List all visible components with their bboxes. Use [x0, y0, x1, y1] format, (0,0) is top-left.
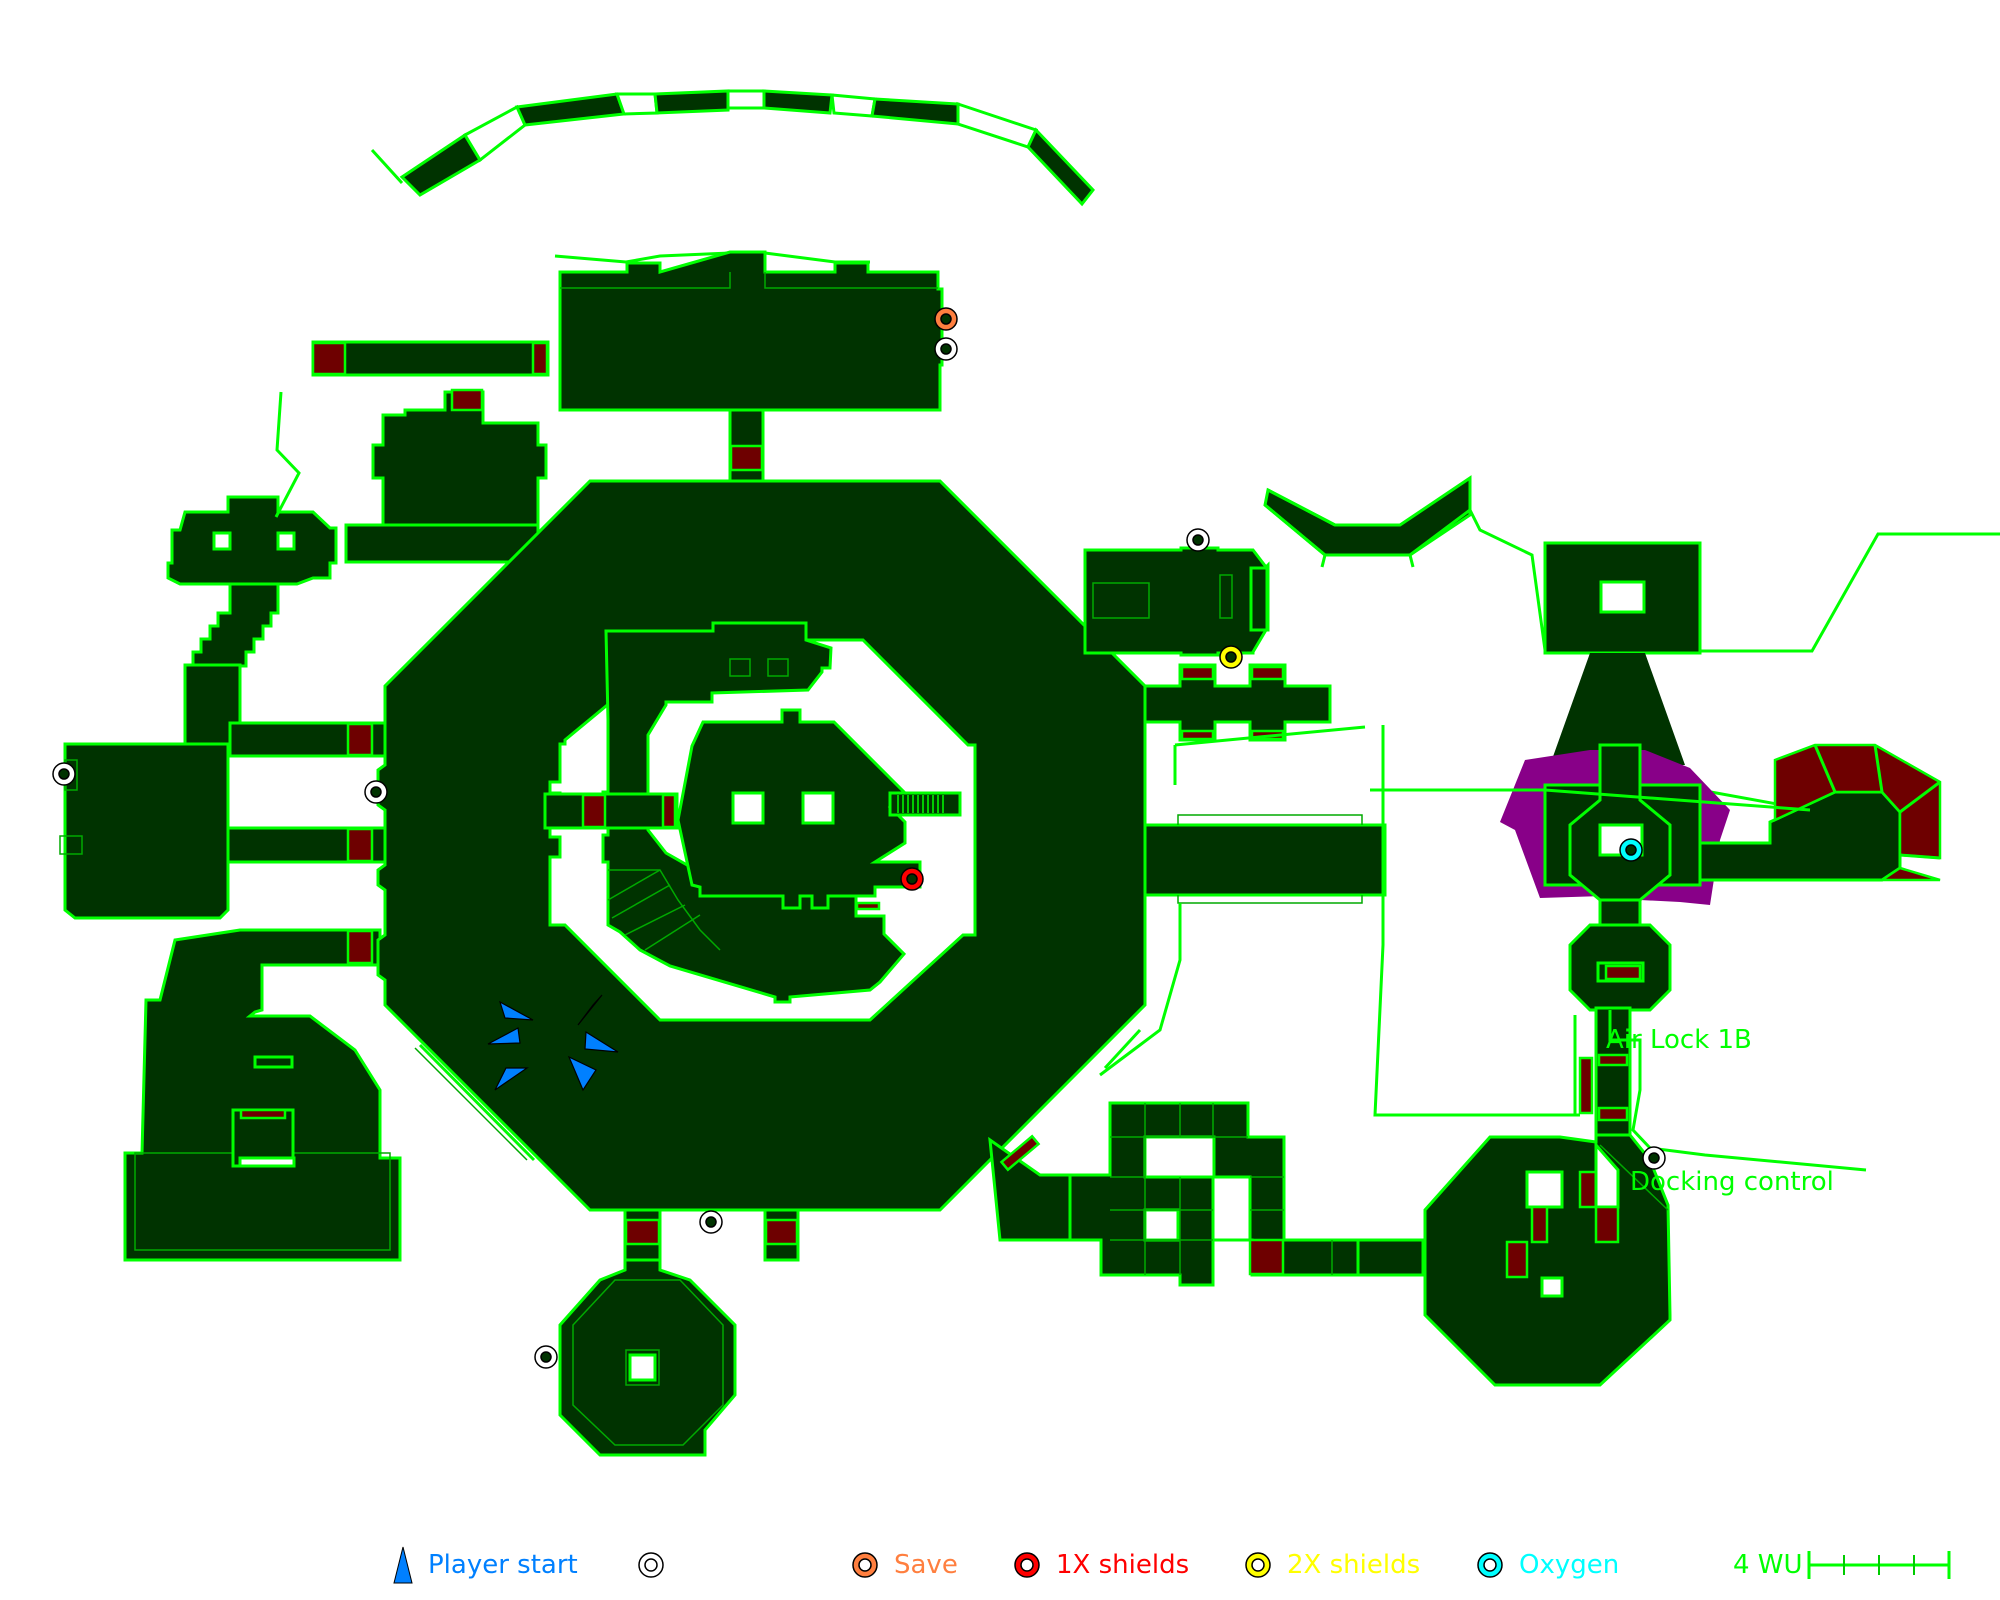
legend-label: 1X shields [1056, 1550, 1190, 1580]
scale-label: 4 WU [1733, 1550, 1803, 1580]
legend-label: 2X shields [1287, 1550, 1421, 1580]
player-start-icon [487, 1027, 521, 1045]
legend-label: Save [894, 1550, 958, 1580]
south-rooms [558, 1208, 800, 1457]
legend-label: Player start [428, 1550, 578, 1580]
legend-save: Save [850, 1540, 958, 1590]
legend-generic [636, 1540, 680, 1590]
triangle-icon [393, 1546, 413, 1584]
player-start-icon [494, 1067, 529, 1091]
player-start-icon [567, 1055, 597, 1092]
map-legend: Player start Save 1X shields 2X shields … [0, 1540, 2000, 1590]
west-wing [59, 340, 550, 1262]
grid-rooms [988, 1101, 1425, 1287]
legend-scale: 4 WU [1733, 1540, 1952, 1590]
legend-1x-shields: 1X shields [1012, 1540, 1189, 1590]
legend-2x-shields: 2X shields [1243, 1540, 1420, 1590]
east-complex [1263, 475, 2000, 1387]
stairs-east [897, 795, 944, 813]
central-octagon [376, 479, 1147, 1212]
ring-icon [1014, 1552, 1040, 1578]
ring-icon [852, 1552, 878, 1578]
room-label-air-lock-1b: Air Lock 1B [1606, 1025, 1752, 1055]
top-arc-walkway [370, 89, 1095, 207]
ring-icon [638, 1552, 664, 1578]
scale-bar-icon [1807, 1551, 1951, 1579]
legend-player-start: Player start [392, 1540, 578, 1590]
room-label-docking-control: Docking control [1630, 1167, 1834, 1197]
ring-icon [1477, 1552, 1503, 1578]
legend-oxygen: Oxygen [1475, 1540, 1619, 1590]
player-start-icon [577, 994, 603, 1026]
ring-icon [1245, 1552, 1271, 1578]
player-start-icon [584, 1030, 619, 1053]
north-hall [554, 250, 944, 487]
legend-label: Oxygen [1519, 1550, 1620, 1580]
item-markers [52, 307, 1666, 1369]
player-start-markers [487, 994, 619, 1092]
player-start-icon [498, 1000, 534, 1021]
east-rooms [1083, 546, 1811, 1117]
